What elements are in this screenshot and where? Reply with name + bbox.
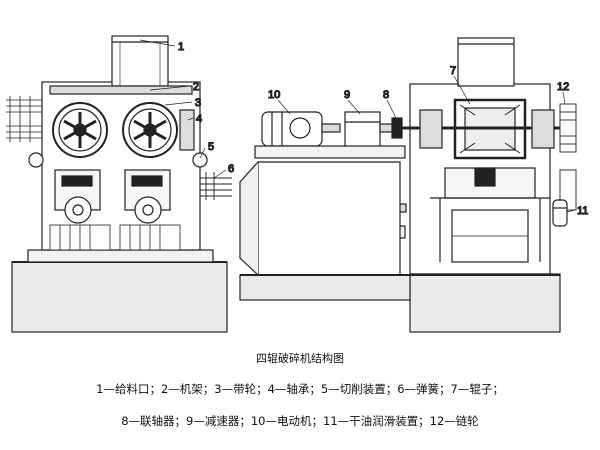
side-view bbox=[239, 37, 577, 333]
bearing-block bbox=[179, 109, 195, 151]
motor-upper bbox=[261, 111, 341, 147]
callout-6: 6 bbox=[228, 163, 234, 175]
crusher-structure-diagram: 1 2 3 4 5 6 7 8 9 10 11 12 bbox=[6, 35, 589, 333]
callout-2: 2 bbox=[193, 81, 199, 93]
callout-9: 9 bbox=[344, 89, 350, 101]
cutting-device bbox=[28, 152, 208, 168]
reducer-upper bbox=[344, 111, 401, 149]
coupling bbox=[391, 117, 403, 139]
front-base-plate bbox=[27, 249, 214, 263]
grease-lubricator bbox=[552, 199, 568, 227]
callout-11: 11 bbox=[577, 205, 588, 217]
spring bbox=[200, 172, 232, 200]
chain-wheel bbox=[559, 103, 577, 211]
feed-inlet bbox=[111, 35, 169, 87]
callout-8: 8 bbox=[383, 89, 389, 101]
callout-7: 7 bbox=[450, 65, 456, 77]
callout-1: 1 bbox=[178, 41, 184, 53]
legend-line-1: 1—给料口；2—机架；3—带轮；4—轴承；5—切削装置；6—弹簧；7—辊子； bbox=[96, 382, 504, 396]
callout-3: 3 bbox=[195, 97, 201, 109]
lower-gearbox bbox=[49, 224, 181, 251]
feed-inlet-side bbox=[457, 37, 515, 87]
front-view bbox=[6, 35, 232, 333]
callout-4: 4 bbox=[196, 113, 202, 125]
belt-pulley-right bbox=[122, 102, 178, 158]
callout-5: 5 bbox=[208, 141, 214, 153]
legend-line-2: 8—联轴器；9—减速器；10—电动机；11—干油润滑装置；12—链轮 bbox=[121, 414, 479, 428]
belt-pulley-left bbox=[52, 102, 108, 158]
callout-10: 10 bbox=[268, 89, 280, 101]
left-side-ribs bbox=[6, 96, 42, 142]
figure-caption: 四辊破碎机结构图 bbox=[256, 352, 344, 365]
side-foundation bbox=[409, 273, 561, 333]
callout-12: 12 bbox=[557, 81, 569, 93]
front-foundation bbox=[11, 261, 228, 333]
